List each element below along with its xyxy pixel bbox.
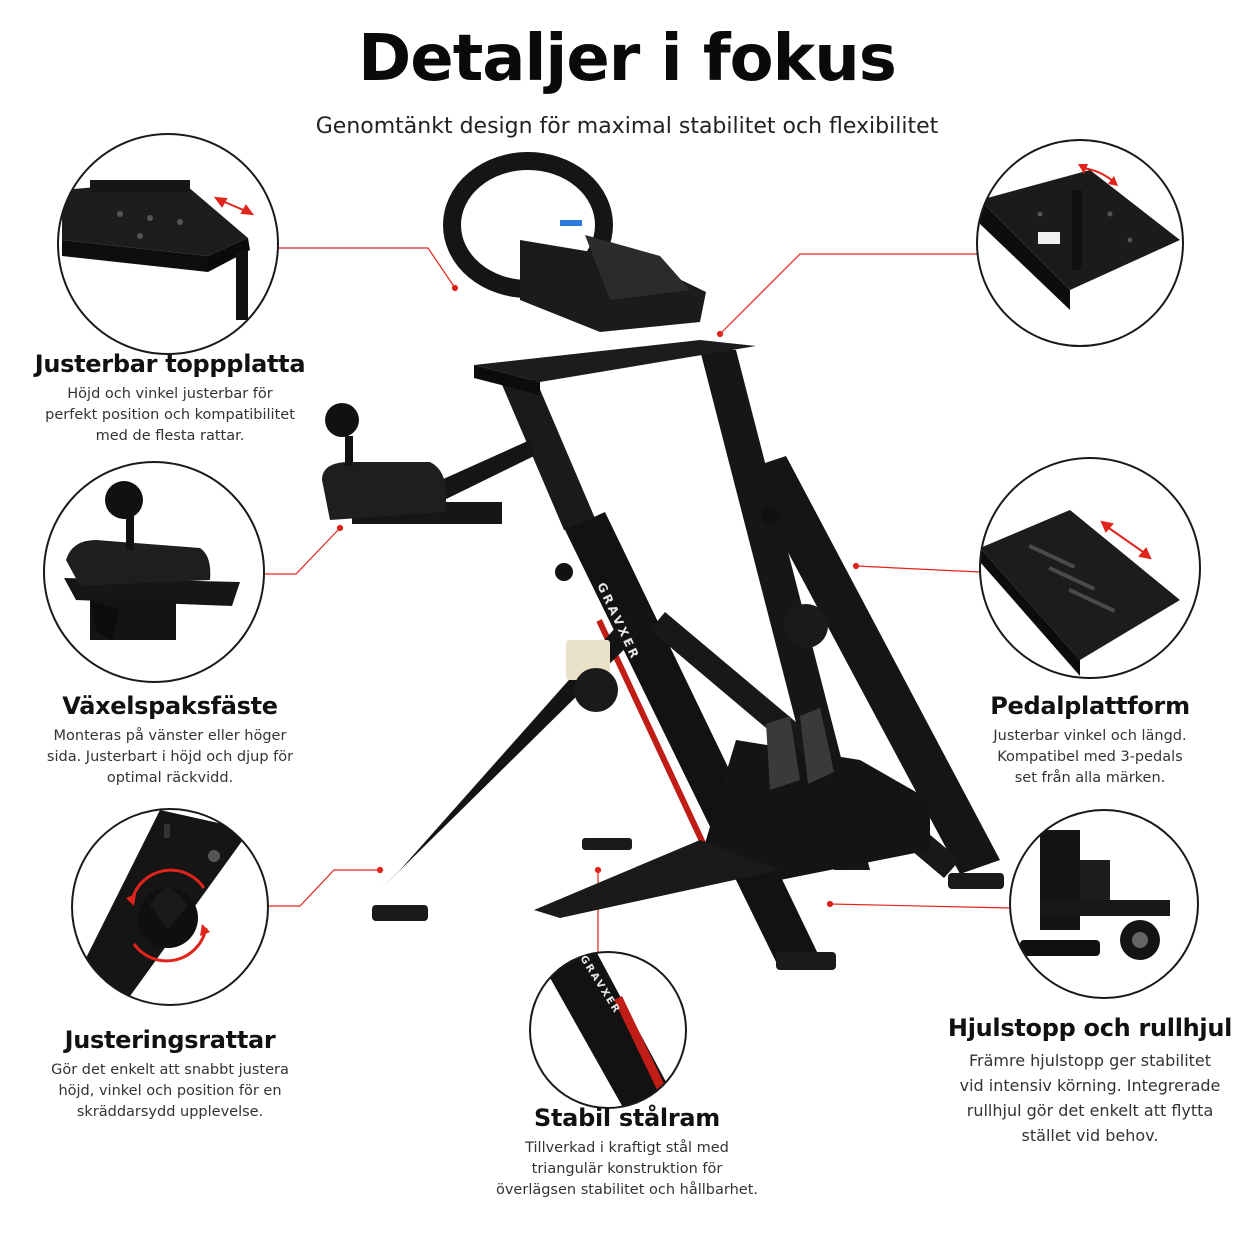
racing-stand: GRAVXER — [322, 152, 1004, 970]
connector-wheel — [829, 903, 1011, 909]
feature-title: Justerbar toppplatta — [34, 350, 306, 378]
detail-circle-knobs — [71, 808, 269, 1006]
connector-plate-right — [719, 253, 978, 335]
feature-gear-mount: Växelspaksfäste Monteras på vänster elle… — [20, 692, 320, 789]
feature-knobs: Justeringsrattar Gör det enkelt att snab… — [20, 1026, 320, 1123]
feature-title: Pedalplattform — [990, 692, 1190, 720]
page-title: Detaljer i fokus — [358, 22, 897, 96]
page-subtitle: Genomtänkt design för maximal stabilitet… — [315, 114, 939, 139]
detail-circle-pedal — [979, 457, 1201, 679]
detail-circle-top-plate — [57, 133, 279, 355]
feature-description: Monteras på vänster eller höger sida. Ju… — [46, 728, 294, 786]
connector-lines — [262, 247, 1011, 955]
rotate-arrow-icon — [130, 868, 208, 963]
feature-pedal-platform: Pedalplattform Justerbar vinkel och läng… — [940, 692, 1240, 789]
feature-top-plate: Justerbar toppplatta Höjd och vinkel jus… — [20, 350, 320, 447]
feature-description: Höjd och vinkel justerbar för perfekt po… — [45, 386, 295, 444]
feature-description: Justerbar vinkel och längd. Kompatibel m… — [993, 728, 1187, 786]
feature-title: Justeringsrattar — [64, 1026, 276, 1054]
feature-description: Främre hjulstopp ger stabilitet vid inte… — [959, 1051, 1221, 1145]
feature-description: Tillverkad i kraftigt stål med triangulä… — [495, 1140, 759, 1198]
detail-circle-wheels — [1009, 809, 1199, 999]
feature-frame: Stabil stålram Tillverkad i kraftigt stå… — [462, 1104, 792, 1201]
connector-gear — [262, 527, 341, 575]
adjust-arrow-icon — [213, 196, 255, 216]
feature-title: Stabil stålram — [534, 1104, 720, 1132]
feature-title: Hjulstopp och rullhjul — [947, 1014, 1233, 1042]
adjust-arrow-icon — [1100, 520, 1152, 560]
detail-circle-frame: GRAVXER — [529, 951, 687, 1109]
connector-top-plate — [274, 247, 456, 289]
detail-circle-plate-right — [976, 139, 1184, 347]
feature-title: Växelspaksfäste — [62, 692, 278, 720]
connector-knob — [266, 869, 380, 907]
feature-wheels: Hjulstopp och rullhjul Främre hjulstopp … — [930, 1014, 1250, 1148]
feature-description: Gör det enkelt att snabbt justera höjd, … — [51, 1062, 289, 1120]
connector-pedal — [855, 565, 981, 573]
detail-circle-gear-mount — [43, 461, 265, 683]
